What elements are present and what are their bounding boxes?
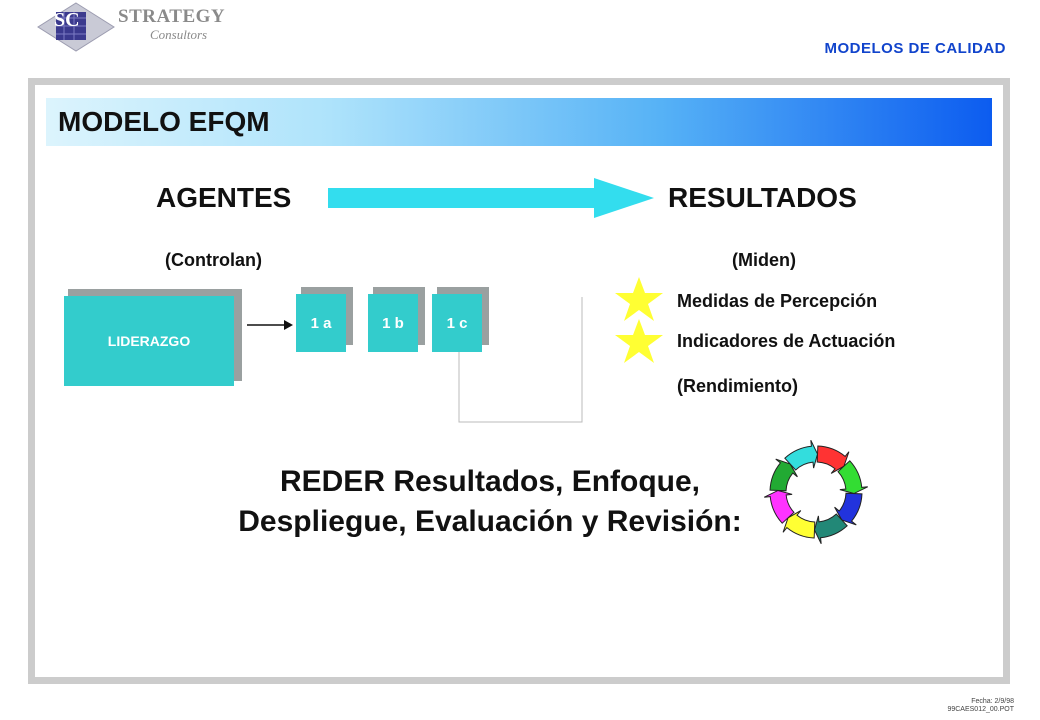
reder-cycle-icon <box>760 436 872 548</box>
footer-code: 99CAES012_00.POT <box>947 706 1014 713</box>
logo-name: STRATEGY <box>118 6 226 27</box>
sub-box-label: 1 b <box>382 314 404 332</box>
reder-line-1: REDER Resultados, Enfoque, <box>279 465 701 498</box>
connector-outline <box>458 296 584 424</box>
slide-title: MODELO EFQM <box>58 106 270 137</box>
cycle-segment <box>784 440 819 471</box>
logo-mark-icon <box>37 2 115 52</box>
logo-subname: Consultors <box>150 27 208 42</box>
sub-box-label: 1 a <box>310 314 332 332</box>
sub-box-label: 1 c <box>446 314 468 332</box>
logo-mark-text: SC <box>54 9 80 31</box>
miden-label: (Miden) <box>732 250 796 270</box>
right-arrow-icon <box>326 176 658 220</box>
star-icon <box>614 276 664 322</box>
sub-box-1a: 1 a <box>296 294 346 352</box>
liderazgo-label: LIDERAZGO <box>107 333 191 349</box>
footer-date: Fecha: 2/9/98 <box>971 698 1014 705</box>
agentes-label: AGENTES <box>156 182 292 213</box>
liderazgo-box: LIDERAZGO <box>64 296 234 386</box>
rendimiento-label: (Rendimiento) <box>677 376 798 396</box>
section-title: MODELOS DE CALIDAD <box>824 40 1006 57</box>
resultados-label: RESULTADOS <box>668 182 857 213</box>
star-icon <box>614 318 664 364</box>
company-logo <box>36 2 116 52</box>
sub-box-1b: 1 b <box>368 294 418 352</box>
sub-box-1c: 1 c <box>432 294 482 352</box>
reder-line-2: Despliegue, Evaluación y Revisión: <box>238 505 742 538</box>
controlan-label: (Controlan) <box>165 250 262 270</box>
title-banner <box>46 98 992 146</box>
small-arrow-icon <box>246 318 294 332</box>
result-item-actuacion: Indicadores de Actuación <box>677 331 896 351</box>
result-item-percepcion: Medidas de Percepción <box>677 291 878 311</box>
